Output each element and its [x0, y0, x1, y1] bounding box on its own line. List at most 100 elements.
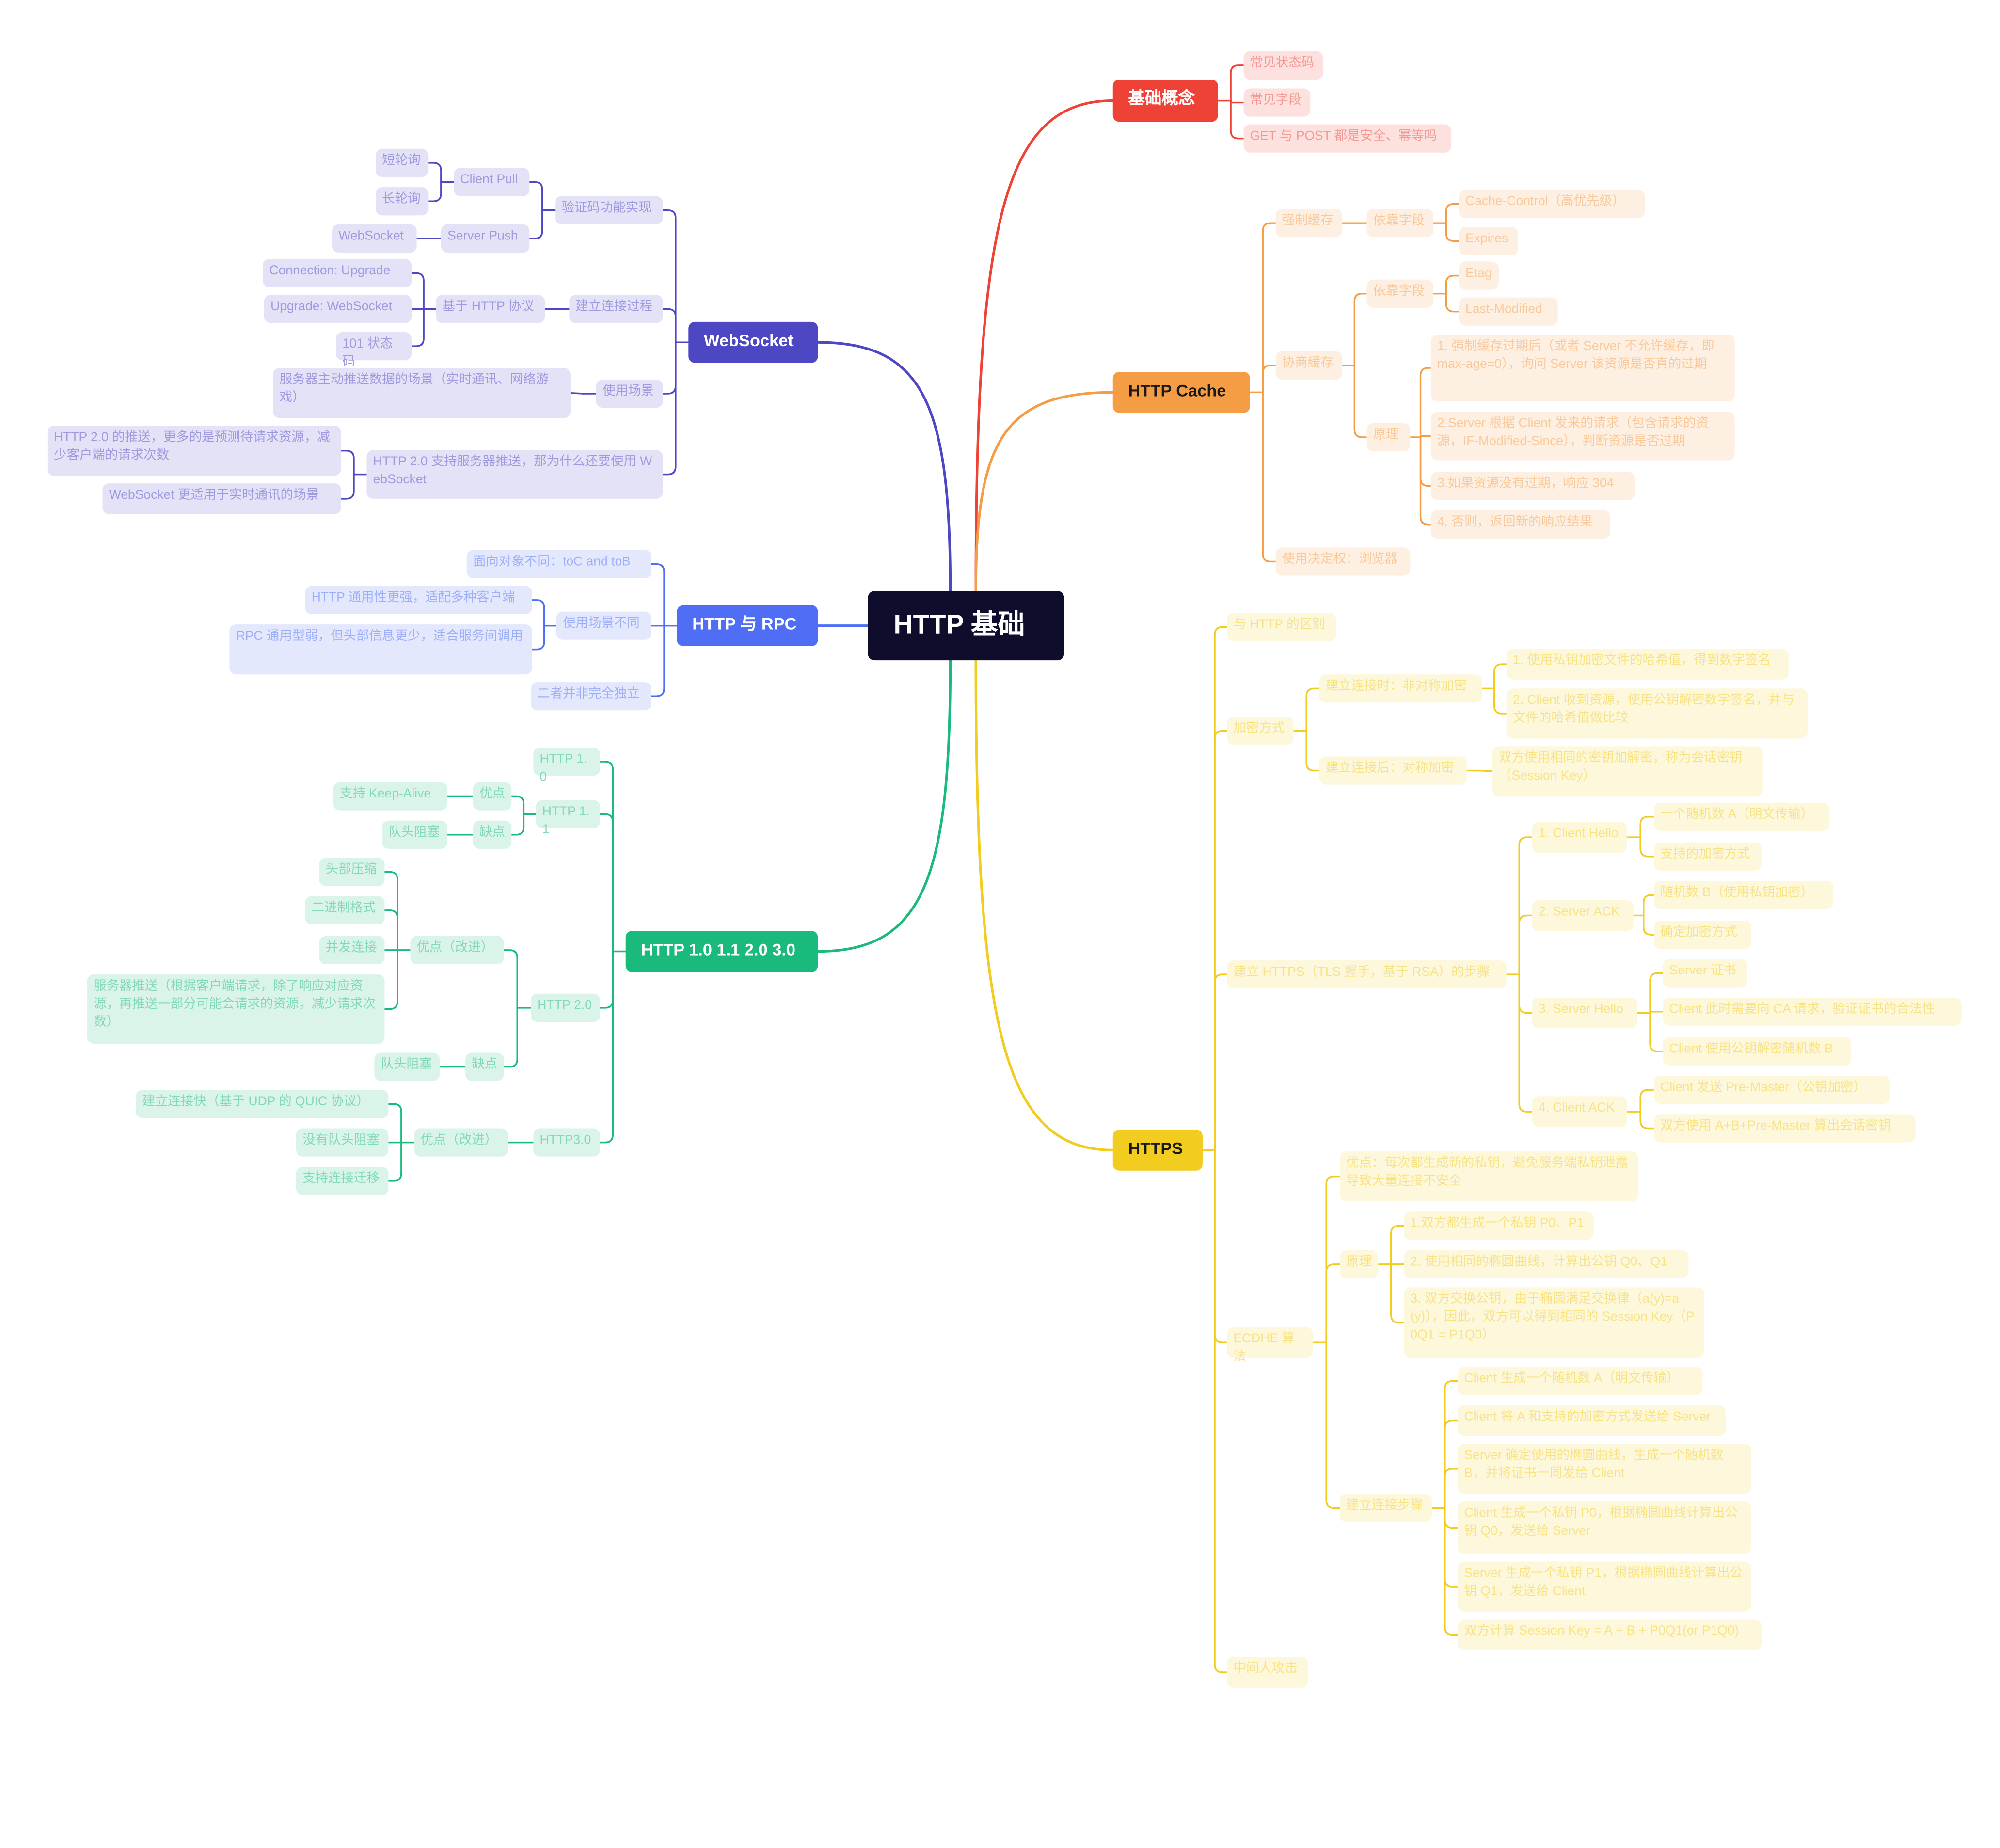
- tls-step-3-b[interactable]: Client 此时需要向 CA 请求，验证证书的合法性: [1663, 997, 1962, 1026]
- ver-11-hol[interactable]: 队头阻塞: [382, 820, 448, 849]
- ecdhe-step-6[interactable]: 双方计算 Session Key = A + B + P0Q1(or P1Q0): [1458, 1619, 1762, 1650]
- ws-connect[interactable]: 建立连接过程: [569, 295, 663, 323]
- ecdhe-principle-1[interactable]: 1.双方都生成一个私钥 P0、P1: [1404, 1211, 1594, 1240]
- ver-20[interactable]: HTTP 2.0: [530, 993, 600, 1022]
- ecdhe-step-4[interactable]: Client 生成一个私钥 P0，根据椭圆曲线计算出公钥 Q0，发送给 Serv…: [1458, 1501, 1751, 1554]
- ver-20-push[interactable]: 服务器推送（根据客户端请求，除了响应对应资源，再推送一部分可能会请求的资源，减少…: [87, 974, 385, 1044]
- ecdhe-principle[interactable]: 原理: [1339, 1250, 1379, 1278]
- tls-step-2-a[interactable]: 随机数 B（使用私钥加密）: [1653, 881, 1834, 909]
- ver-11-pro[interactable]: 优点: [473, 782, 512, 811]
- cache-expires[interactable]: Expires: [1459, 227, 1518, 255]
- ver-11-keepalive[interactable]: 支持 Keep-Alive: [333, 782, 448, 811]
- cache-negotiate-field[interactable]: 依靠字段: [1366, 279, 1433, 308]
- tls-step-4-b[interactable]: 双方使用 A+B+Pre-Master 算出会话密钥: [1653, 1114, 1916, 1143]
- ver-10[interactable]: HTTP 1.0: [533, 747, 600, 785]
- branch-http-versions[interactable]: HTTP 1.0 1.1 2.0 3.0: [625, 931, 818, 972]
- rpc-scenario[interactable]: 使用场景不同: [556, 611, 651, 640]
- branch-https[interactable]: HTTPS: [1112, 1130, 1203, 1171]
- https-tls[interactable]: 建立 HTTPS（TLS 握手，基于 RSA）的步骤: [1227, 960, 1507, 989]
- cache-control[interactable]: Cache-Control（高优先级）: [1459, 190, 1645, 218]
- https-asym[interactable]: 建立连接时：非对称加密: [1319, 674, 1482, 703]
- ver-11-con[interactable]: 缺点: [473, 820, 512, 849]
- branch-websocket[interactable]: WebSocket: [688, 321, 818, 363]
- ws-upgrade-websocket[interactable]: Upgrade: WebSocket: [264, 295, 412, 323]
- tls-step-2[interactable]: 2. Server ACK: [1532, 900, 1634, 931]
- https-sym-1[interactable]: 双方使用相同的密钥加解密，称为会话密钥（Session Key）: [1492, 746, 1763, 797]
- tls-step-4-a[interactable]: Client 发送 Pre-Master（公钥加密）: [1653, 1076, 1890, 1104]
- ver-20-binary[interactable]: 二进制格式: [305, 896, 385, 924]
- branch-http-rpc[interactable]: HTTP 与 RPC: [677, 605, 818, 647]
- ws-server-push[interactable]: Server Push: [441, 224, 530, 253]
- root-topic[interactable]: HTTP 基础: [868, 591, 1064, 661]
- basics-status-codes[interactable]: 常见状态码: [1243, 51, 1323, 80]
- rpc-audience[interactable]: 面向对象不同：toC and toB: [466, 550, 651, 578]
- tls-step-1[interactable]: 1. Client Hello: [1532, 822, 1627, 853]
- branch-basics[interactable]: 基础概念: [1112, 79, 1218, 122]
- ws-why-2[interactable]: WebSocket 更适用于实时通讯的场景: [102, 483, 341, 514]
- cache-etag[interactable]: Etag: [1459, 261, 1499, 290]
- https-encrypt[interactable]: 加密方式: [1227, 717, 1294, 745]
- ver-30-pro[interactable]: 优点（改进）: [414, 1128, 508, 1157]
- ecdhe-principle-2[interactable]: 2. 使用相同的椭圆曲线，计算出公钥 Q0、Q1: [1404, 1250, 1689, 1278]
- ecdhe-steps[interactable]: 建立连接步骤: [1339, 1494, 1432, 1522]
- https-diff[interactable]: 与 HTTP 的区别: [1227, 613, 1336, 641]
- cache-strong[interactable]: 强制缓存: [1275, 209, 1343, 238]
- https-ecdhe[interactable]: ECDHE 算法: [1227, 1327, 1313, 1364]
- ver-30-quic[interactable]: 建立连接快（基于 UDP 的 QUIC 协议）: [136, 1090, 389, 1118]
- ws-connection-upgrade[interactable]: Connection: Upgrade: [263, 259, 412, 287]
- ver-30[interactable]: HTTP3.0: [533, 1128, 600, 1157]
- basics-common-fields[interactable]: 常见字段: [1243, 88, 1311, 117]
- https-asym-2[interactable]: 2. Client 收到资源，使用公钥解密数字签名，并与文件的哈希值做比较: [1506, 688, 1808, 739]
- ws-usage-1[interactable]: 服务器主动推送数据的场景（实时通讯、网络游戏）: [273, 368, 571, 418]
- cache-principle-3[interactable]: 3.如果资源没有过期，响应 304: [1430, 472, 1635, 500]
- cache-principle-1[interactable]: 1. 强制缓存过期后（或者 Server 不允许缓存，即 max-age=0），…: [1430, 335, 1735, 401]
- ws-short-poll[interactable]: 短轮询: [375, 148, 429, 177]
- ver-30-migration[interactable]: 支持连接迁移: [296, 1166, 389, 1195]
- ver-20-pro[interactable]: 优点（改进）: [410, 936, 504, 964]
- ws-client-pull[interactable]: Client Pull: [454, 168, 530, 196]
- ws-long-poll[interactable]: 长轮询: [375, 187, 429, 216]
- ver-20-con[interactable]: 缺点: [465, 1052, 504, 1081]
- https-sym[interactable]: 建立连接后：对称加密: [1319, 756, 1467, 785]
- cache-last-modified[interactable]: Last-Modified: [1459, 297, 1558, 326]
- tls-step-3-a[interactable]: Server 证书: [1663, 959, 1747, 988]
- tls-step-1-b[interactable]: 支持的加密方式: [1653, 842, 1762, 871]
- rpc-rpc-weak[interactable]: RPC 通用型弱，但头部信息更少，适合服务间调用: [229, 624, 532, 675]
- ecdhe-pro[interactable]: 优点：每次都生成新的私钥，避免服务端私钥泄露导致大量连接不安全: [1339, 1151, 1639, 1202]
- ecdhe-principle-3[interactable]: 3. 双方交换公钥，由于椭圆满足交换律（a(y)=a(y)），因此，双方可以得到…: [1404, 1287, 1704, 1358]
- branch-http-cache[interactable]: HTTP Cache: [1112, 372, 1250, 413]
- tls-step-4[interactable]: 4. Client ACK: [1532, 1096, 1627, 1127]
- https-asym-1[interactable]: 1. 使用私钥加密文件的哈希值，得到数字签名: [1506, 649, 1789, 680]
- ws-http-protocol[interactable]: 基于 HTTP 协议: [436, 295, 545, 323]
- ecdhe-step-2[interactable]: Client 将 A 和支持的加密方式发送给 Server: [1458, 1405, 1726, 1436]
- cache-principle[interactable]: 原理: [1366, 423, 1411, 452]
- ws-push-websocket[interactable]: WebSocket: [332, 224, 417, 253]
- ecdhe-step-1[interactable]: Client 生成一个随机数 A（明文传输）: [1458, 1367, 1703, 1395]
- ws-101[interactable]: 101 状态码: [335, 332, 412, 369]
- ws-usage[interactable]: 使用场景: [596, 379, 663, 408]
- https-mitm[interactable]: 中间人攻击: [1227, 1657, 1308, 1688]
- cache-strong-field[interactable]: 依靠字段: [1366, 209, 1433, 238]
- rpc-independent[interactable]: 二者并非完全独立: [530, 682, 651, 711]
- ws-captcha[interactable]: 验证码功能实现: [555, 196, 663, 224]
- ecdhe-step-5[interactable]: Server 生成一个私钥 P1，根据椭圆曲线计算出公钥 Q1，发送给 Clie…: [1458, 1561, 1751, 1612]
- ws-why-1[interactable]: HTTP 2.0 的推送，更多的是预测待请求资源，减少客户端的请求次数: [47, 426, 341, 476]
- ver-20-hol[interactable]: 队头阻塞: [374, 1052, 440, 1081]
- tls-step-1-a[interactable]: 一个随机数 A（明文传输）: [1653, 802, 1830, 831]
- cache-negotiate[interactable]: 协商缓存: [1275, 351, 1343, 380]
- connector-tls-step-4-0: [1639, 1089, 1655, 1113]
- tls-step-2-b[interactable]: 确定加密方式: [1653, 921, 1751, 949]
- cache-principle-4[interactable]: 4. 否则，返回新的响应结果: [1430, 510, 1610, 539]
- cache-decider[interactable]: 使用决定权：浏览器: [1275, 547, 1411, 576]
- ver-30-nohol[interactable]: 没有队头阻塞: [296, 1128, 389, 1157]
- tls-step-3-c[interactable]: Client 使用公钥解密随机数 B: [1663, 1037, 1852, 1066]
- ver-20-concurrent[interactable]: 并发连接: [319, 936, 385, 964]
- ver-11[interactable]: HTTP 1.1: [536, 800, 600, 837]
- cache-principle-2[interactable]: 2.Server 根据 Client 发来的请求（包含请求的资源，IF-Modi…: [1430, 412, 1735, 461]
- rpc-http-general[interactable]: HTTP 通用性更强，适配多种客户端: [305, 586, 532, 614]
- tls-step-3[interactable]: 3. Server Hello: [1532, 997, 1637, 1029]
- ver-20-header[interactable]: 头部压缩: [319, 858, 385, 886]
- ws-why[interactable]: HTTP 2.0 支持服务器推送，那为什么还要使用 WebSocket: [366, 450, 663, 499]
- basics-get-post[interactable]: GET 与 POST 都是安全、幂等吗: [1243, 124, 1452, 153]
- ecdhe-step-3[interactable]: Server 确定使用的椭圆曲线，生成一个随机数 B，并将证书一同发给 Clie…: [1458, 1444, 1751, 1494]
